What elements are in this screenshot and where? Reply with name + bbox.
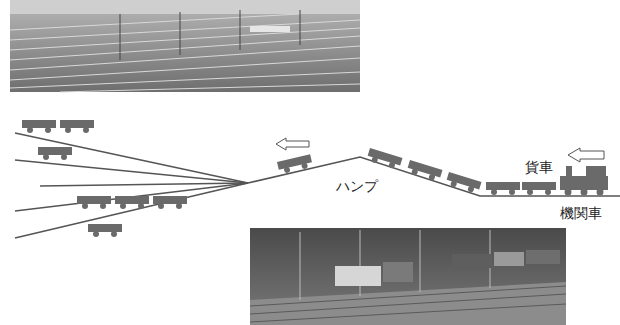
freight-wagon xyxy=(277,154,313,174)
hump-label: ハンプ xyxy=(336,178,378,194)
freight-wagon xyxy=(22,120,187,237)
train-photo xyxy=(250,228,566,325)
direction-arrow xyxy=(568,148,604,162)
track xyxy=(15,133,620,238)
yard-photo xyxy=(10,0,360,92)
wagon-label: 貨車 xyxy=(525,159,553,175)
direction-arrow xyxy=(276,138,309,150)
locomotive xyxy=(560,166,608,196)
freight-wagon xyxy=(366,148,556,195)
locomotive-label: 機関車 xyxy=(560,205,602,221)
